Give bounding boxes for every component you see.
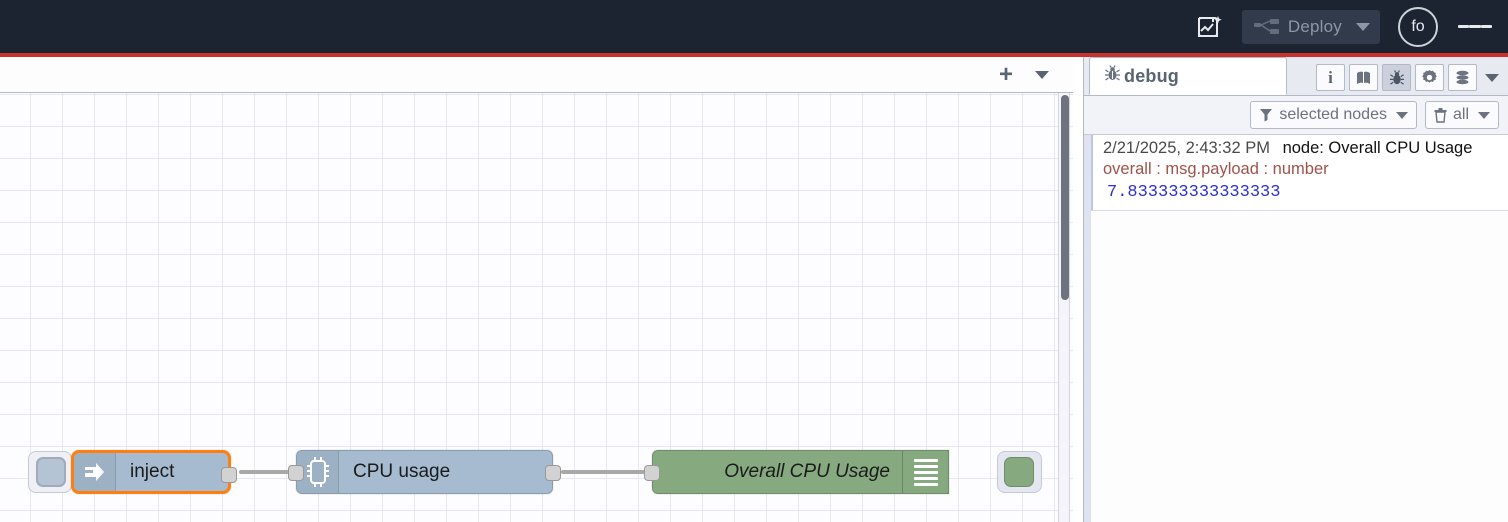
chevron-down-icon	[1395, 111, 1408, 119]
menu-line	[1458, 25, 1470, 28]
deploy-nodes-icon	[1253, 17, 1280, 37]
debug-line	[913, 482, 938, 486]
menu-line	[1469, 25, 1481, 28]
avatar-initials: fo	[1411, 17, 1425, 35]
wire-inject-to-cpu	[239, 470, 295, 474]
node-cpu-usage-label: CPU usage	[353, 461, 451, 482]
node-inject-label: inject	[130, 461, 175, 482]
funnel-icon	[1260, 109, 1273, 122]
context-data-icon[interactable]	[1448, 64, 1477, 91]
node-cpu-input-port[interactable]	[288, 465, 304, 481]
node-overall-cpu-usage-label: Overall CPU Usage	[724, 461, 890, 482]
chevron-down-icon	[1478, 111, 1490, 119]
node-cpu-output-port[interactable]	[545, 465, 561, 481]
debug-bug-icon[interactable]	[1382, 64, 1411, 91]
chevron-down-icon	[1035, 70, 1049, 79]
hamburger-menu-icon[interactable]	[1458, 10, 1492, 44]
debug-lines-icon	[902, 451, 948, 493]
node-debug-input-port[interactable]	[644, 465, 660, 481]
flow-sparkle-icon[interactable]	[1188, 7, 1232, 47]
debug-line	[913, 458, 938, 462]
debug-line	[913, 464, 938, 468]
wire-cpu-to-debug	[561, 470, 645, 474]
info-icon[interactable]: i	[1316, 64, 1345, 91]
debug-message-entry[interactable]: 2/21/2025, 2:43:32 PM node: Overall CPU …	[1091, 135, 1508, 211]
app-header: Deploy fo	[0, 0, 1508, 53]
flow-workspace: + inject	[0, 57, 1073, 522]
flow-canvas[interactable]: inject CPU usage	[0, 93, 1073, 522]
header-accent-bar	[0, 53, 1508, 57]
tab-debug[interactable]: debug	[1089, 57, 1287, 95]
debug-message-value: 7.833333333333333	[1107, 183, 1281, 202]
chevron-down-icon	[1485, 73, 1499, 82]
flow-tab-bar: +	[0, 57, 1073, 93]
debug-toolbar: selected nodes all	[1084, 96, 1508, 135]
deploy-label: Deploy	[1287, 16, 1342, 36]
debug-message-header: 2/21/2025, 2:43:32 PM node: Overall CPU …	[1103, 139, 1503, 158]
deploy-button[interactable]: Deploy	[1241, 9, 1380, 44]
clear-all-button[interactable]: all	[1424, 101, 1499, 129]
cpu-chip-icon	[297, 451, 339, 493]
avatar[interactable]: fo	[1398, 6, 1438, 47]
debug-timestamp: 2/21/2025, 2:43:32 PM	[1103, 139, 1270, 157]
canvas-scrollbar-thumb[interactable]	[1061, 95, 1069, 300]
inject-trigger-button[interactable]	[36, 457, 66, 487]
debug-line	[913, 476, 938, 480]
debug-source-node[interactable]: node: Overall CPU Usage	[1282, 139, 1473, 157]
debug-line	[913, 470, 938, 474]
debug-node-toggle-button[interactable]	[1004, 457, 1034, 487]
canvas-vertical-scrollbar[interactable]	[1058, 93, 1070, 522]
debug-message-list[interactable]: 2/21/2025, 2:43:32 PM node: Overall CPU …	[1084, 135, 1508, 522]
node-cpu-usage[interactable]: CPU usage	[288, 450, 561, 494]
bug-icon	[1104, 65, 1121, 87]
flow-tab-menu-button[interactable]	[1023, 60, 1061, 90]
help-book-icon[interactable]	[1349, 64, 1378, 91]
node-inject-output-port[interactable]	[221, 467, 237, 483]
menu-line	[1480, 25, 1492, 28]
debug-message-meta: overall : msg.payload : number	[1103, 160, 1329, 178]
sidebar-tab-bar: debug i	[1084, 57, 1508, 96]
arrow-right-icon	[74, 453, 116, 491]
sidebar-tabs-menu-button[interactable]	[1479, 64, 1505, 91]
node-inject[interactable]: inject	[71, 450, 237, 494]
tab-debug-label: debug	[1124, 65, 1179, 86]
filter-selected-nodes[interactable]: selected nodes	[1250, 101, 1417, 129]
add-flow-tab-button[interactable]: +	[998, 60, 1013, 88]
trash-icon	[1434, 107, 1447, 123]
clear-all-label: all	[1452, 106, 1469, 123]
sidebar-tab-icons: i	[1312, 64, 1508, 95]
config-gear-icon[interactable]	[1415, 64, 1444, 91]
chevron-down-icon[interactable]	[1356, 22, 1370, 31]
sidebar-panel: debug i	[1083, 57, 1508, 522]
node-overall-cpu-usage[interactable]: Overall CPU Usage	[644, 450, 949, 494]
filter-selected-nodes-label: selected nodes	[1279, 106, 1387, 123]
